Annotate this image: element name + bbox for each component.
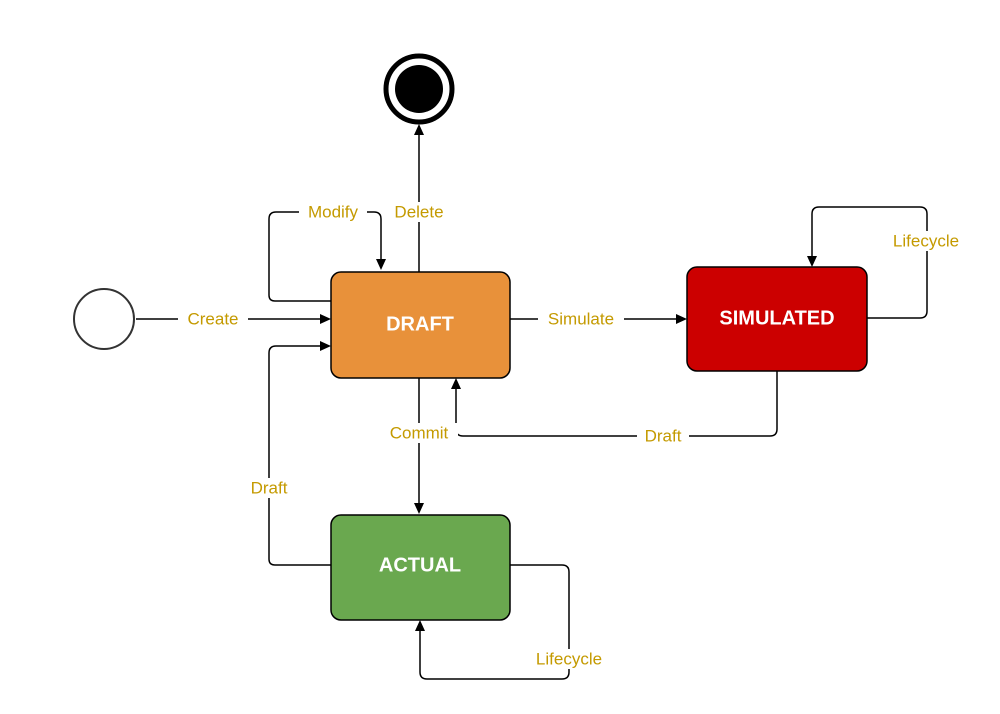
label-simulated-to-draft: Draft — [637, 426, 689, 446]
svg-text:Draft: Draft — [251, 478, 288, 497]
edge-modify-arrow — [376, 259, 386, 270]
edge-actual-to-draft-arrow — [320, 341, 331, 351]
edge-simulate-arrow — [676, 314, 687, 324]
edge-simulated-to-draft-arrow — [451, 378, 461, 389]
label-commit: Commit — [380, 423, 458, 443]
edge-actual-lifecycle — [419, 564, 570, 680]
svg-text:Commit: Commit — [390, 423, 449, 442]
svg-text:Delete: Delete — [394, 202, 443, 221]
svg-text:Draft: Draft — [645, 426, 682, 445]
svg-text:Lifecycle: Lifecycle — [893, 231, 959, 250]
state-simulated[interactable]: SIMULATED — [686, 266, 868, 372]
label-simulate: Simulate — [538, 309, 624, 329]
svg-text:Simulate: Simulate — [548, 309, 614, 328]
label-actual-lifecycle: Lifecycle — [524, 649, 614, 669]
state-actual-label: ACTUAL — [379, 554, 461, 576]
initial-state — [73, 288, 135, 350]
final-state — [383, 53, 455, 125]
edge-simulated-lifecycle-arrow — [807, 256, 817, 267]
edge-simulated-to-draft — [455, 371, 778, 437]
label-simulated-lifecycle: Lifecycle — [881, 231, 971, 251]
edge-simulated-lifecycle — [811, 206, 928, 319]
edge-actual-to-draft — [268, 345, 331, 566]
edge-modify — [268, 211, 382, 302]
edge-actual-lifecycle-arrow — [415, 620, 425, 631]
label-create: Create — [178, 309, 248, 329]
svg-text:Lifecycle: Lifecycle — [536, 649, 602, 668]
edge-create-arrow — [320, 314, 331, 324]
label-delete: Delete — [386, 202, 452, 222]
edge-commit-arrow — [414, 503, 424, 514]
svg-text:Modify: Modify — [308, 202, 359, 221]
label-actual-to-draft: Draft — [243, 478, 295, 498]
state-simulated-label: SIMULATED — [719, 307, 834, 329]
svg-text:Create: Create — [187, 309, 238, 328]
label-modify: Modify — [299, 202, 367, 222]
state-draft-label: DRAFT — [386, 313, 454, 335]
state-draft[interactable]: DRAFT — [330, 271, 511, 379]
state-actual[interactable]: ACTUAL — [330, 514, 511, 621]
edge-delete-arrow — [414, 124, 424, 135]
